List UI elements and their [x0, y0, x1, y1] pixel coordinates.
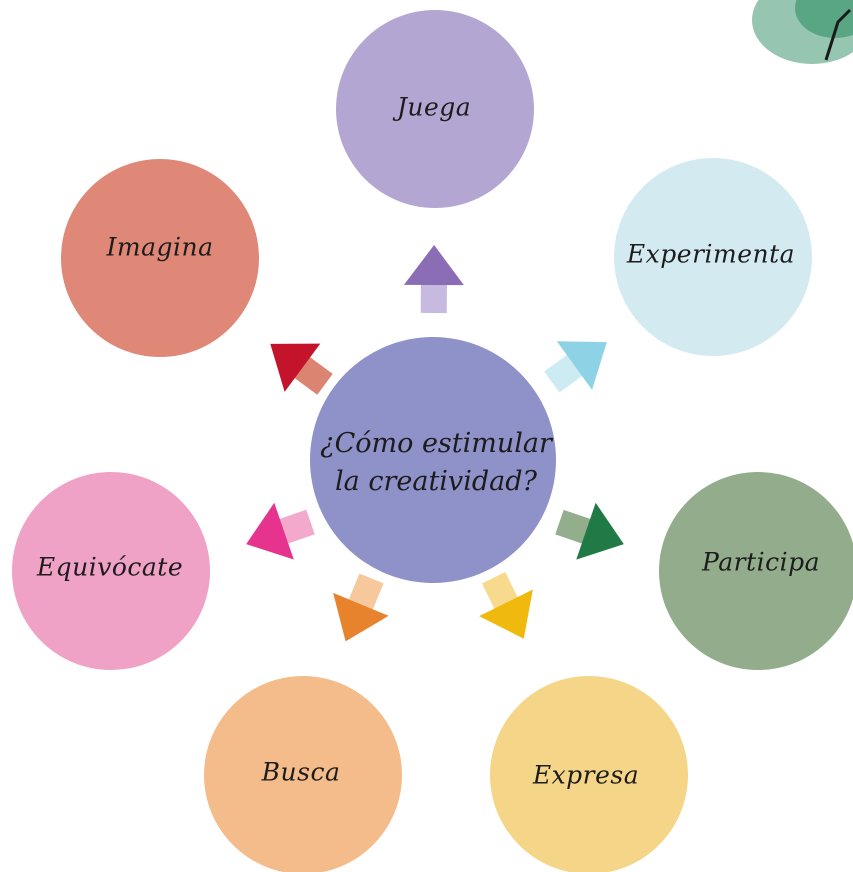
- node-circle-juega: [336, 10, 534, 208]
- arrow-expresa: [479, 572, 533, 639]
- node-circle-equivocate: [12, 472, 210, 670]
- center-circle: [310, 337, 556, 583]
- node-circle-experimenta: [614, 158, 812, 356]
- arrow-head: [246, 502, 294, 560]
- arrow-head: [333, 592, 389, 642]
- arrow-head: [270, 343, 321, 392]
- center-title-line-1: ¿Cómo estimular: [320, 428, 552, 459]
- arrow-imagina: [270, 343, 333, 395]
- arrow-shaft: [555, 509, 593, 545]
- arrow-participa: [555, 502, 624, 560]
- node-circle-busca: [204, 676, 402, 872]
- node-label-expresa: Expresa: [532, 760, 640, 790]
- center-title-line-2: la creatividad?: [335, 466, 537, 497]
- corner-decoration: [752, 0, 853, 64]
- node-circle-expresa: [490, 676, 688, 872]
- node-label-participa: Participa: [701, 547, 821, 577]
- center-title: ¿Cómo estimular la creatividad?: [320, 425, 552, 501]
- arrow-head: [479, 589, 533, 639]
- node-label-experimenta: Experimenta: [626, 239, 796, 269]
- arrow-busca: [333, 573, 389, 642]
- arrow-equivocate: [246, 502, 315, 560]
- arrow-shaft: [277, 509, 315, 545]
- arrow-head: [576, 502, 624, 560]
- node-circle-participa: [659, 472, 853, 670]
- arrow-head: [556, 341, 607, 390]
- node-label-equivocate: Equivócate: [36, 552, 184, 582]
- arrow-shaft: [348, 573, 384, 612]
- arrow-experimenta: [544, 341, 607, 393]
- node-label-imagina: Imagina: [106, 232, 214, 262]
- arrow-juega: [403, 245, 464, 314]
- node-label-juega: Juega: [396, 92, 472, 122]
- node-circle-imagina: [61, 159, 259, 357]
- arrow-shaft: [481, 572, 519, 611]
- arrow-head: [403, 245, 464, 286]
- arrow-shaft: [420, 282, 447, 314]
- node-label-busca: Busca: [261, 757, 341, 787]
